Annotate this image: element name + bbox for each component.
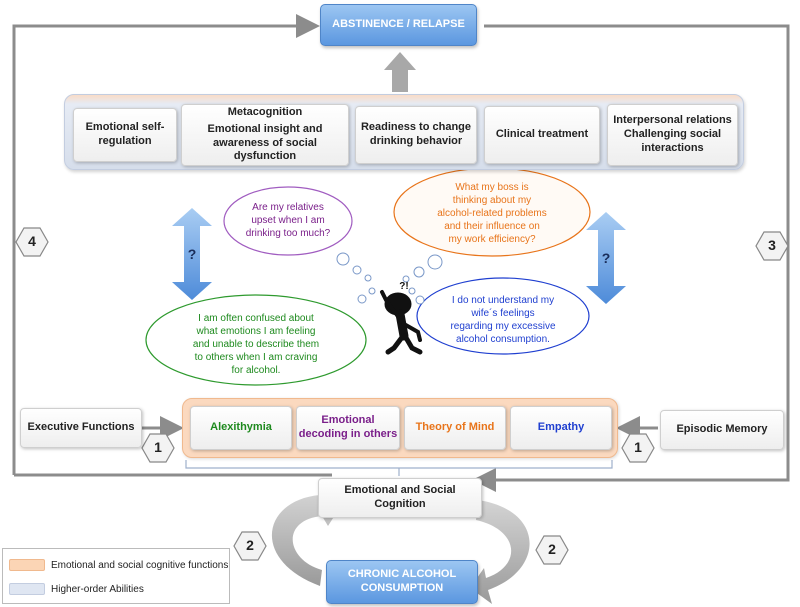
thought-line: my work efficiency?	[448, 234, 536, 245]
thought-line: alcohol-related problems	[437, 208, 547, 219]
badge-hex-4	[15, 227, 49, 257]
thought-line: to others when I am craving	[194, 352, 318, 363]
higher-item-line: dysfunction	[233, 150, 297, 163]
function-emotional-decoding: Emotional decoding in others	[296, 406, 400, 450]
higher-item-metacognition: Metacognition Emotional insight and awar…	[181, 104, 349, 166]
thought-line: and unable to describe them	[192, 339, 320, 350]
thought-line: for alcohol.	[231, 365, 281, 376]
thought-cloud-wife	[416, 277, 590, 355]
thought-wife: I do not understand my wife´s feelings r…	[432, 294, 574, 346]
function-empathy: Empathy	[510, 406, 612, 450]
double-arrow-right	[586, 212, 626, 304]
thought-line: What my boss is	[455, 182, 529, 193]
higher-item-line: Challenging social	[623, 128, 722, 141]
chronic-alcohol-line: CONSUMPTION	[360, 582, 444, 594]
episodic-memory-label: Episodic Memory	[676, 423, 768, 436]
executive-functions-box: Executive Functions	[20, 408, 142, 448]
thought-boss: What my boss is thinking about my alcoho…	[404, 181, 580, 246]
thought-relatives: Are my relatives upset when I am drinkin…	[236, 201, 340, 240]
thought-line: I do not understand my	[451, 295, 555, 306]
function-theory-of-mind: Theory of Mind	[404, 406, 506, 450]
legend: Emotional and social cognitive functions…	[2, 548, 230, 604]
thought-line: wife´s feelings	[471, 308, 535, 319]
higher-item-emotional-self-regulation: Emotional self- regulation	[73, 108, 177, 162]
legend-swatch-emotional	[9, 559, 45, 571]
episodic-memory-box: Episodic Memory	[660, 410, 784, 450]
outcome-box: ABSTINENCE / RELAPSE	[320, 4, 477, 46]
higher-item-clinical-treatment: Clinical treatment	[484, 106, 600, 164]
function-label: Alexithymia	[210, 421, 272, 434]
emotional-social-cognition-label: Emotional and Social Cognition	[344, 484, 456, 510]
higher-item-readiness: Readiness to change drinking behavior	[355, 106, 477, 164]
higher-item-line: regulation	[98, 135, 152, 147]
thought-cloud-relatives	[223, 186, 353, 256]
function-label-line2: decoding in others	[298, 428, 398, 440]
badge-4-label: 4	[28, 233, 36, 250]
thought-trail	[336, 252, 443, 305]
thought-confused: I am often confused about what emotions …	[166, 312, 346, 377]
emotional-social-cognition-box: Emotional and Social Cognition	[318, 478, 482, 518]
legend-label-emotional: Emotional and social cognitive functions	[51, 559, 229, 571]
badge-2-left-label: 2	[246, 537, 254, 554]
chronic-alcohol-line: CHRONIC ALCOHOL	[347, 568, 457, 581]
thought-line: drinking too much?	[245, 228, 331, 239]
higher-item-line: Emotional insight and	[207, 122, 323, 135]
thought-line: I am often confused about	[198, 313, 314, 324]
thought-line: upset when I am	[251, 215, 325, 226]
higher-item-line: Interpersonal relations	[613, 114, 732, 127]
outcome-label: ABSTINENCE / RELAPSE	[332, 18, 465, 31]
function-label-line1: Emotional	[321, 414, 375, 427]
badge-2-right-label: 2	[548, 541, 556, 558]
feedback-loop-right	[472, 24, 790, 492]
badge-hex-2-right	[535, 535, 569, 565]
badge-hex-1-right	[621, 433, 655, 463]
function-alexithymia: Alexithymia	[190, 406, 292, 450]
double-arrow-left	[172, 208, 212, 300]
legend-swatch-higher	[9, 583, 45, 595]
thinking-figure	[380, 290, 423, 355]
thought-line: regarding my excessive	[450, 321, 556, 332]
question-mark-right: ?	[601, 250, 611, 267]
higher-item-line: Clinical treatment	[495, 128, 589, 141]
higher-item-title: Metacognition	[227, 106, 303, 118]
legend-item-emotional: Emotional and social cognitive functions	[9, 559, 228, 571]
bracket	[185, 460, 613, 476]
legend-label-higher: Higher-order Abilities	[51, 583, 144, 595]
function-label: Empathy	[537, 421, 585, 434]
badge-hex-2-left	[233, 531, 267, 561]
cycle-arrow-right	[470, 500, 530, 604]
up-arrow-outcome	[384, 52, 416, 92]
thought-line: and their influence on	[444, 221, 540, 232]
higher-item-interpersonal: Interpersonal relations Challenging soci…	[607, 104, 738, 166]
thought-line: what emotions I am feeling	[196, 326, 316, 337]
thought-cloud-confused	[145, 294, 367, 386]
feedback-loop-left	[12, 14, 320, 475]
higher-item-line: drinking behavior	[369, 135, 463, 147]
higher-item-line: Readiness to change	[360, 121, 472, 134]
badge-hex-3	[755, 231, 789, 261]
badge-3-label: 3	[768, 237, 776, 254]
function-label: Theory of Mind	[415, 421, 495, 434]
thought-line: alcohol consumption.	[456, 334, 550, 345]
thought-line: Are my relatives	[252, 202, 324, 213]
higher-item-line: interactions	[641, 141, 704, 154]
figure-marks: ?!	[399, 280, 409, 292]
badge-hex-1-left	[141, 433, 175, 463]
legend-item-higher: Higher-order Abilities	[9, 583, 144, 595]
question-mark-left: ?	[187, 246, 197, 263]
badge-1-right-label: 1	[634, 439, 642, 456]
higher-item-line: Emotional self-	[85, 121, 165, 134]
chronic-alcohol-box: CHRONIC ALCOHOL CONSUMPTION	[326, 560, 478, 604]
executive-functions-label: Executive Functions	[27, 421, 135, 434]
higher-item-line: awareness of social	[213, 136, 317, 149]
badge-1-left-label: 1	[154, 439, 162, 456]
thought-line: thinking about my	[452, 195, 532, 206]
